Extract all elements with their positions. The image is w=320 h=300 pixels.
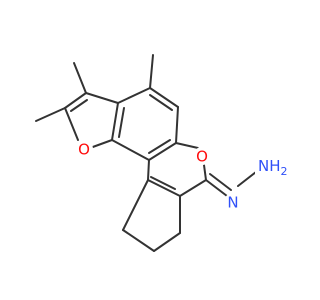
atom-n-imine-label: N — [227, 194, 238, 212]
bond-c2-ofuran — [64, 107, 79, 141]
atom-label-layer: O O N NH2 — [75, 140, 288, 212]
bond-c6a-c9c-double — [150, 176, 176, 190]
bond-c3a-c4 — [117, 87, 151, 104]
bond-c4-c5-double — [149, 94, 173, 111]
atom-o-pyran: O — [193, 147, 211, 166]
bond-c5-c5a — [175, 106, 179, 144]
bond-methyl-c3 — [73, 62, 87, 94]
atom-o-pyran-label: O — [196, 148, 208, 166]
bond-c4-c5 — [149, 87, 179, 108]
atom-nh2-symbol: NH — [258, 157, 281, 175]
bond-methyl-c2 — [35, 107, 66, 122]
bond-c9a-c9b — [111, 139, 150, 161]
atom-nh2-label: NH2 — [258, 157, 288, 178]
atom-o-furan: O — [75, 140, 93, 159]
bond-ofuran-c9b — [89, 139, 113, 149]
bond-c9-c9c — [122, 179, 149, 231]
bond-c9b-c3a-double — [118, 107, 125, 138]
bond-c8-c9 — [122, 229, 155, 252]
bond-c6-c6a — [179, 179, 207, 197]
bond-layer — [35, 54, 257, 252]
bond-c5a-c9a — [148, 142, 177, 161]
atom-nh2: NH2 — [255, 156, 288, 178]
bond-c7-c8 — [153, 232, 181, 252]
bond-c3-c3a — [85, 92, 119, 104]
bond-c9b-c3a — [111, 102, 119, 141]
bond-c5a-c9a-double — [148, 139, 171, 154]
atom-n-imine: N — [224, 193, 242, 212]
atom-o-furan-label: O — [78, 141, 90, 159]
bond-methyl-c4 — [149, 54, 154, 89]
bond-c6a-c9c — [147, 179, 181, 197]
bond-nimine-nh2 — [237, 171, 257, 187]
bond-c9c-c9a — [147, 159, 150, 181]
bond-c6-nimine-double — [209, 173, 232, 191]
atom-nh2-subscript: 2 — [281, 165, 288, 178]
molecule-structure-diagram: O O N NH2 — [35, 54, 288, 252]
bond-c2-c3-double — [70, 99, 88, 112]
bond-c6-nimine — [205, 179, 228, 197]
bond-c2-c3 — [64, 92, 87, 109]
bond-c5a-opyran — [175, 142, 199, 149]
bond-opyran-c6 — [203, 164, 207, 181]
